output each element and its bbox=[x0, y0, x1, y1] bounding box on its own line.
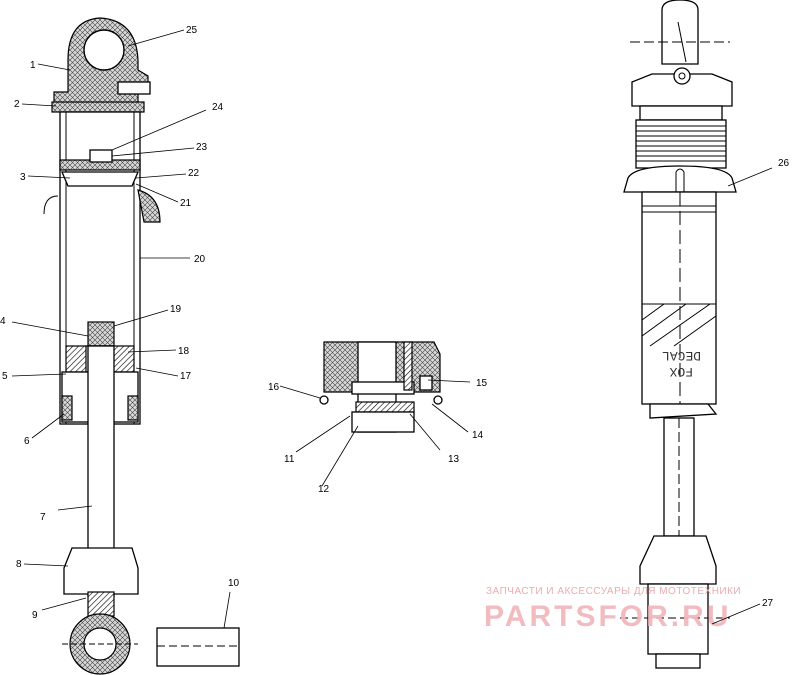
callout-15: 15 bbox=[476, 378, 488, 389]
callout-24: 24 bbox=[212, 102, 224, 113]
cap-ring bbox=[51, 101, 145, 113]
callout-labels: 25 1 2 24 23 22 3 21 20 19 4 18 5 17 6 7… bbox=[0, 25, 790, 621]
callout-5: 5 bbox=[2, 371, 8, 382]
eyelet-bore bbox=[83, 29, 125, 71]
callout-21: 21 bbox=[180, 198, 192, 209]
callout-12: 12 bbox=[318, 484, 330, 495]
bushing-sleeve bbox=[156, 627, 240, 667]
callout-17: 17 bbox=[180, 371, 192, 382]
callout-3: 3 bbox=[20, 172, 26, 183]
spring-collar-right bbox=[137, 189, 161, 223]
callout-26: 26 bbox=[778, 158, 790, 169]
callout-9: 9 bbox=[32, 610, 38, 621]
bottom-clevis bbox=[63, 547, 139, 595]
eyelet-pin bbox=[117, 81, 151, 95]
shaft-thread bbox=[87, 591, 115, 617]
decal-label-line2: FOX bbox=[669, 364, 693, 379]
callout-27: 27 bbox=[762, 598, 774, 609]
leader-lines bbox=[11, 29, 773, 629]
left-shock-section bbox=[43, 17, 240, 675]
spring-collar-26 bbox=[623, 165, 737, 193]
callout-6: 6 bbox=[24, 436, 30, 447]
main-body bbox=[641, 191, 717, 405]
callout-2: 2 bbox=[14, 99, 20, 110]
callout-25: 25 bbox=[186, 25, 198, 36]
watermark-brand: PARTSFOR.RU bbox=[484, 600, 731, 633]
callout-19: 19 bbox=[170, 304, 182, 315]
center-piston-detail bbox=[319, 341, 443, 433]
callout-14: 14 bbox=[472, 430, 484, 441]
lower-collar bbox=[639, 535, 717, 585]
piston-nut bbox=[87, 321, 115, 347]
callout-13: 13 bbox=[448, 454, 460, 465]
callout-4: 4 bbox=[0, 316, 6, 327]
callout-20: 20 bbox=[194, 254, 206, 265]
top-cap bbox=[631, 73, 733, 107]
callout-1: 1 bbox=[30, 60, 36, 71]
callout-23: 23 bbox=[196, 142, 208, 153]
callout-8: 8 bbox=[16, 559, 22, 570]
watermark-tagline: ЗАПЧАСТИ И АКСЕССУАРЫ ДЛЯ МОТОТЕХНИКИ bbox=[486, 586, 741, 597]
callout-7: 7 bbox=[40, 512, 46, 523]
valve-screw bbox=[89, 149, 113, 163]
spring-collar-left bbox=[43, 195, 59, 215]
callout-16: 16 bbox=[268, 382, 280, 393]
watermark: ЗАПЧАСТИ И АКСЕССУАРЫ ДЛЯ МОТОТЕХНИКИ PA… bbox=[484, 586, 741, 633]
right-shock-exterior: DECAL FOX bbox=[620, 0, 737, 669]
callout-10: 10 bbox=[228, 578, 240, 589]
decal-label-line1: DECAL bbox=[662, 348, 701, 363]
callout-22: 22 bbox=[188, 168, 200, 179]
floating-piston bbox=[61, 171, 139, 187]
lower-eyelet-block bbox=[647, 583, 709, 655]
callout-18: 18 bbox=[178, 346, 190, 357]
o-ring-16 bbox=[319, 395, 329, 405]
callout-11: 11 bbox=[284, 454, 295, 465]
